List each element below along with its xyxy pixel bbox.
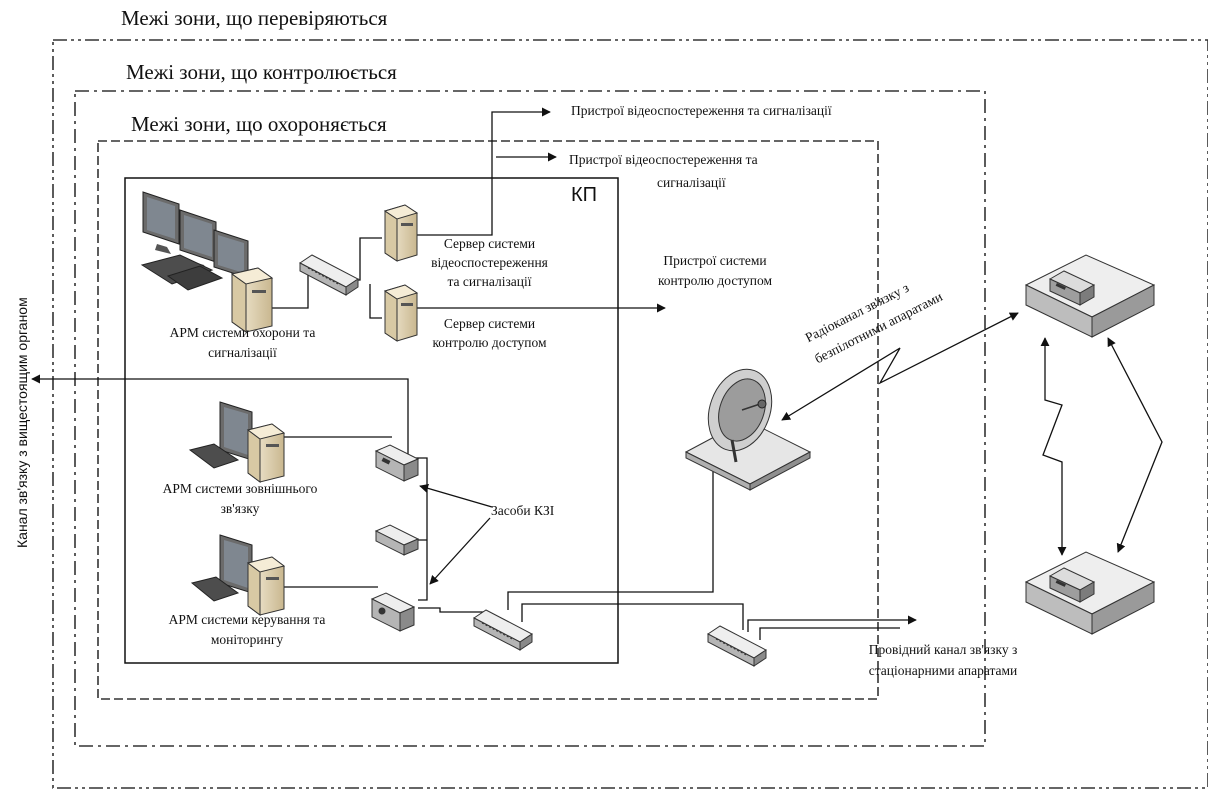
access-server-label-1: Сервер системи [443, 316, 536, 331]
workstation-triple-monitor-icon [140, 191, 274, 333]
satellite-dish-icon [684, 368, 812, 491]
access-devices-label-2: контролю доступом [657, 273, 773, 288]
radio-link-vertical [1040, 337, 1067, 556]
line-switch-to-dish [507, 455, 714, 610]
wired-channel-label-1: Провідний канал зв'язку з [868, 642, 1018, 657]
radio-links [781, 312, 1163, 556]
line-switch2-to-wired-b [759, 627, 900, 640]
crypto-device-icon [374, 524, 420, 556]
zone-controlled-title: Межі зони, що контролюється [126, 60, 397, 84]
arm-control-label-1: АРМ системи керування та [168, 612, 326, 627]
wired-channel-label-2: стаціонарними апаратами [868, 663, 1018, 678]
arm-external-label-2: зв'язку [220, 501, 260, 516]
workstation-icon [190, 534, 286, 616]
line-switch-to-access-server [369, 284, 382, 319]
video-server-label-1: Сервер системи [443, 236, 536, 251]
video-devices-inner-label-1: Пристрої відеоспостереження та [569, 152, 758, 167]
kp-border [124, 177, 619, 664]
line-arm-security-to-switch [272, 272, 309, 309]
radio-link-dish [781, 312, 1019, 421]
kzi-arrows [419, 483, 493, 585]
server-icon [383, 204, 419, 262]
arm-control-label-2: моніторингу [210, 632, 284, 647]
video-server-label-2: відеоспостереження [431, 255, 548, 270]
arm-security-label-1: АРМ системи охорони та [169, 325, 316, 340]
zone-inspected-border [52, 39, 1208, 789]
switch-icon [473, 609, 533, 651]
line-kzi-to-kzi [416, 457, 428, 601]
kzi-label: Засоби КЗІ [491, 503, 555, 518]
line-uplink-vertical [31, 374, 409, 455]
crypto-device-icon [370, 592, 416, 632]
access-devices-label-1: Пристрої системи [663, 253, 767, 268]
switch-icon [299, 254, 359, 296]
radio-link-diagonal [1107, 337, 1163, 553]
arm-security-label-2: сигналізації [208, 345, 277, 360]
access-server-label-2: контролю доступом [432, 335, 547, 350]
video-devices-inner-label-2: сигналізації [657, 175, 726, 190]
zone-controlled-border [74, 90, 986, 747]
zone-protected-title: Межі зони, що охороняється [131, 112, 387, 136]
remote-device-icon [1024, 551, 1156, 635]
zone-inspected-title: Межі зони, що перевіряються [121, 6, 388, 30]
arm-external-label-1: АРМ системи зовнішнього [162, 481, 318, 496]
line-video-server-to-outer [400, 107, 551, 236]
remote-device-icon [1024, 254, 1156, 338]
switch-icon [707, 625, 767, 667]
connection-lines [31, 107, 917, 640]
uplink-channel-vertical-label: Канал зв'язку з вищестоящим органом [14, 297, 30, 548]
crypto-device-icon [374, 444, 420, 482]
server-icon [383, 284, 419, 342]
line-switch2-to-wired [747, 615, 917, 632]
video-server-label-3: та сигналізації [447, 274, 532, 289]
kp-title: КП [571, 184, 598, 206]
workstation-icon [188, 401, 286, 483]
line-switch-to-switch2 [521, 603, 744, 630]
video-devices-outer-label: Пристрої відеоспостереження та сигналіза… [571, 103, 832, 118]
line-kzi-to-switch [418, 607, 485, 613]
